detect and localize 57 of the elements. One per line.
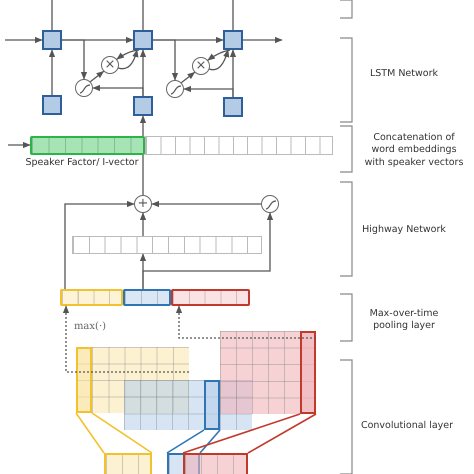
operator-circle: + [134,195,152,213]
sigmoid-circle [166,80,184,98]
arrow [140,115,146,136]
arrow [92,84,144,96]
arrow [140,212,146,236]
sigmoid-circle [261,195,279,213]
highway-vector-bar [72,236,262,254]
layer-label: Max-over-time pooling layer [368,308,440,333]
lstm-unit-square [223,97,243,117]
arrow [64,200,135,289]
input-matrix-grid [104,453,248,474]
arrow [181,72,196,84]
feature-map-grid [124,380,252,430]
feature-map-grid [220,331,316,414]
arrow [183,86,234,97]
arrow [62,305,189,373]
connector-line [51,0,53,30]
arrow [48,49,56,95]
pooled-vector-bar [60,289,123,306]
lstm-unit-square [133,30,153,50]
connector-line [75,412,153,454]
layer-label: Convolutional layer [360,420,454,432]
arrow [207,49,230,61]
arrow [90,70,104,82]
pooled-vector-bar [123,289,171,306]
layer-label: Concatenation of word embeddings with speaker vectors [364,132,464,170]
operator-circle: × [101,56,119,74]
layer-label: Highway Network [362,224,446,236]
connector-line [142,155,144,195]
feature-map-grid [76,347,189,413]
arrow [243,36,283,44]
connector-line [232,0,234,30]
lstm-unit-square [42,95,62,115]
lstm-unit-square [223,30,243,50]
arrow [62,39,88,80]
math-label: max(·) [72,320,108,333]
arrow [142,212,274,289]
arrow [209,49,230,70]
arrow [8,142,31,148]
word-embedding-bar [145,136,333,155]
speaker-vector-bar [30,136,145,155]
arrow [151,200,261,208]
sigmoid-circle [75,79,93,97]
arrow [5,36,43,44]
connector-line [142,0,144,30]
operator-circle: × [192,57,210,75]
arrow [118,49,138,70]
lstm-unit-square [42,30,62,50]
arrow [153,39,178,81]
arrow [176,305,316,339]
vector-label: Speaker Factor/ I-vector [24,157,140,170]
pooled-vector-bar [171,289,250,306]
connector-line [182,413,317,454]
lstm-unit-square [133,96,153,116]
connector-line [166,429,221,454]
arrow [116,49,140,60]
layer-label: LSTM Network [368,68,439,80]
